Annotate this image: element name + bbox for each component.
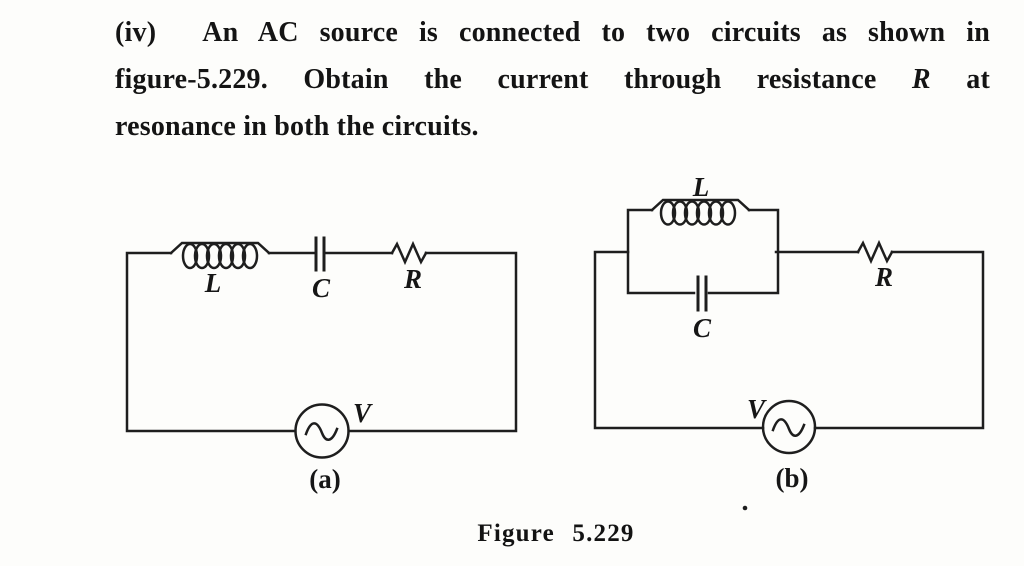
problem-item-number: (iv) [115, 17, 157, 48]
ac-source-a [294, 403, 350, 459]
resistance-symbol: R [911, 64, 931, 95]
inductor-a-coil-icon [169, 241, 271, 270]
capacitor-a-icon [314, 236, 326, 272]
source-a-label: V [353, 398, 373, 428]
stray-dot [742, 505, 748, 511]
sine-wave-icon [304, 422, 339, 441]
figure-caption: Figure 5.229 [477, 520, 635, 547]
inductor-a-label: L [204, 268, 222, 298]
parallel-block-frame [626, 208, 780, 295]
resistor-b-icon [856, 239, 894, 265]
resistor-a-icon [390, 240, 428, 266]
resistor-b-label: R [874, 262, 893, 292]
ac-source-b [761, 399, 817, 455]
problem-text-line-1: (iv) An AC source is connected to two ci… [115, 16, 990, 50]
circuit-b-diagram: L C R V (b) [593, 172, 985, 493]
problem-line2-text-end: at [966, 64, 990, 95]
sine-wave-icon [771, 418, 806, 437]
circuit-a-sublabel: (a) [309, 464, 340, 494]
capacitor-b-label: C [693, 313, 712, 343]
resistor-a-label: R [403, 264, 422, 294]
inductor-b-coil-icon [650, 198, 751, 226]
inductor-b-label: L [692, 172, 710, 202]
circuit-a-wires [125, 251, 518, 433]
problem-line1-text: An AC source is connected to two circuit… [202, 17, 990, 48]
source-b-label: V [747, 394, 767, 424]
capacitor-a-label: C [312, 273, 331, 303]
problem-text-line-2: figure-5.229. Obtain the current through… [115, 63, 990, 97]
problem-line2-text: figure-5.229. Obtain the current through… [115, 64, 877, 95]
problem-text-line-3: resonance in both the circuits. [115, 111, 479, 142]
circuit-b-wires [593, 250, 985, 430]
capacitor-b-icon [696, 275, 708, 312]
circuit-a-diagram: L C R V (a) [125, 236, 518, 494]
circuit-b-sublabel: (b) [776, 463, 809, 493]
